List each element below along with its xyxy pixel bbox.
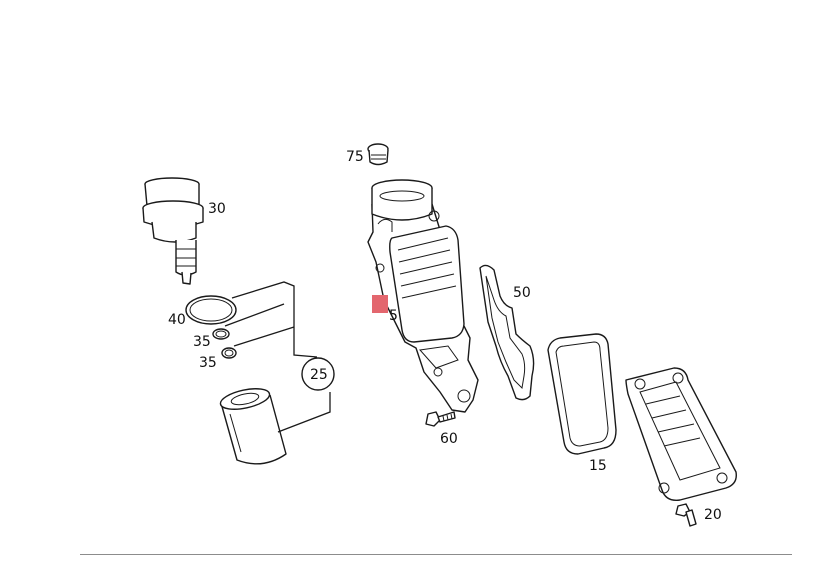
part-15-cooler-gasket[interactable]	[547, 333, 617, 455]
label-5: 5	[389, 308, 398, 324]
label-30: 30	[208, 201, 226, 217]
label-40: 40	[168, 312, 186, 328]
label-15: 15	[589, 458, 607, 474]
label-25-circle	[301, 357, 335, 391]
bottom-divider	[80, 554, 792, 555]
part-30-filter-cap[interactable]	[142, 177, 204, 285]
part-50-housing-gasket[interactable]	[479, 264, 535, 401]
part-5-oil-filter-housing[interactable]	[367, 179, 479, 413]
label-35-lower: 35	[199, 355, 217, 371]
part-20-screw[interactable]	[675, 503, 697, 527]
part-75-plug[interactable]	[367, 143, 389, 166]
part-20-oil-cooler[interactable]	[625, 367, 737, 501]
label-75: 75	[346, 149, 364, 165]
label-60: 60	[440, 431, 458, 447]
label-50: 50	[513, 285, 531, 301]
red-marker	[372, 295, 388, 313]
part-60-bolt[interactable]	[425, 411, 456, 427]
part-25-filter-element[interactable]	[219, 385, 287, 465]
part-35-seal-upper[interactable]	[212, 328, 230, 340]
part-40-o-ring[interactable]	[185, 295, 237, 325]
kit-25-bracket	[224, 281, 331, 433]
label-20: 20	[704, 507, 722, 523]
part-35-seal-lower[interactable]	[221, 347, 237, 359]
label-35-upper: 35	[193, 334, 211, 350]
label-25: 25	[310, 367, 328, 383]
